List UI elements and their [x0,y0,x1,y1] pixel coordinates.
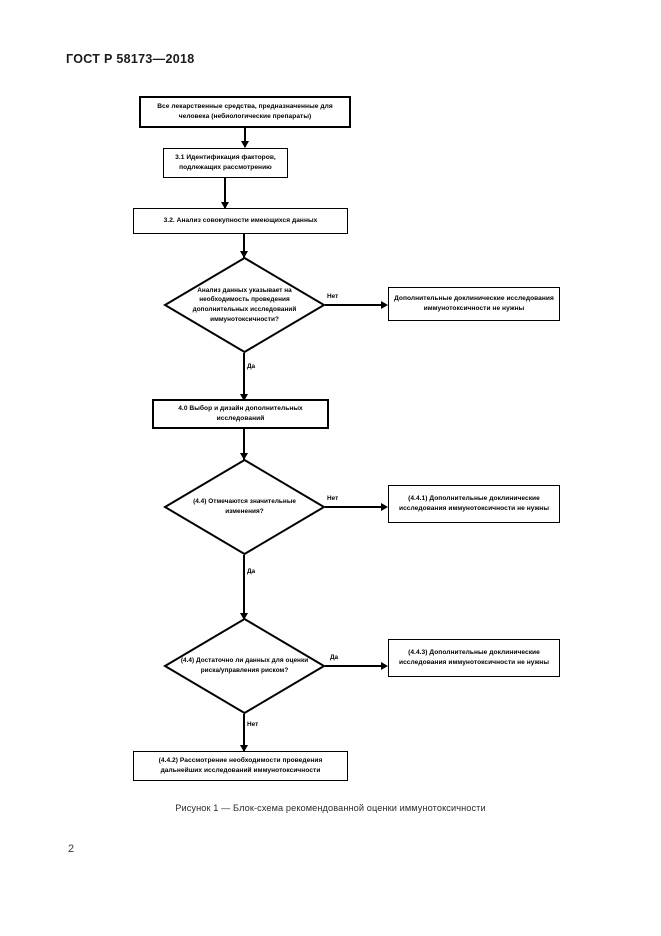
connector-d3-no [243,714,245,752]
edge-label-d3-no: Нет [247,721,259,728]
flowchart-diagram: Все лекарственные средства, предназначен… [133,96,560,781]
diamond-shape-1 [163,256,326,354]
flow-node-outcome-4-4-1: (4.4.1) Дополнительные доклинические исс… [388,485,560,523]
edge-label-d1-no: Нет [327,293,339,300]
connector-32-to-d1 [243,234,245,258]
page-number: 2 [68,843,75,855]
arrow-d1-no [381,300,388,309]
flow-node-step-4-0-label: 4.0 Выбор и дизайн дополнительных исслед… [178,405,303,422]
flow-node-outcome-4-4-1-label: (4.4.1) Дополнительные доклинические исс… [398,495,550,512]
flow-node-outcome-4-4-3-label: (4.4.3) Дополнительные доклинические исс… [398,649,550,666]
flow-node-outcome-1-label: Дополнительные доклинические исследовани… [394,295,554,312]
connector-d2-yes [243,555,245,620]
arrow-32-to-d1 [239,251,248,258]
edge-label-d2-yes: Да [247,568,256,575]
flow-node-outcome-4-4-3: (4.4.3) Дополнительные доклинические исс… [388,639,560,677]
arrow-d3-yes [381,661,388,670]
arrow-start-to-31 [240,141,249,148]
flow-node-start-label: Все лекарственные средства, предназначен… [157,103,333,120]
flow-node-step-3-2-label: 3.2. Анализ совокупности имеющихся данны… [163,217,318,225]
connector-d2-no [325,506,383,508]
connector-40-to-d2 [243,429,245,460]
flow-node-outcome-4-4-2-label: (4.4.2) Рассмотрение необходимости прове… [158,757,323,774]
diamond-shape-2 [163,458,326,556]
connector-31-to-32 [224,178,226,208]
connector-d3-yes [325,665,383,667]
flow-node-step-3-2: 3.2. Анализ совокупности имеющихся данны… [133,208,348,234]
arrow-d1-yes [239,394,248,401]
flow-node-step-4-0: 4.0 Выбор и дизайн дополнительных исслед… [152,399,329,429]
arrow-d3-no [239,745,248,752]
figure-caption: Рисунок 1 — Блок-схема рекомендованной о… [175,803,486,813]
flow-node-decision-3-label: (4.4) Достаточно ли данных для оценки ри… [180,657,309,674]
arrow-d2-yes [239,613,248,620]
connector-d1-yes [243,353,245,401]
flow-node-decision-2: (4.4) Отмечаются значительные изменения? [163,458,326,556]
flow-node-decision-3: (4.4) Достаточно ли данных для оценки ри… [163,617,326,715]
document-header: ГОСТ Р 58173—2018 [66,52,195,66]
diamond-shape-3 [163,617,326,715]
flow-node-decision-2-label: (4.4) Отмечаются значительные изменения? [193,498,296,515]
connector-d1-no [325,304,383,306]
flow-node-decision-1: Анализ данных указывает на необходимость… [163,256,326,354]
flow-node-outcome-1: Дополнительные доклинические исследовани… [388,287,560,321]
connector-start-to-31 [244,128,246,147]
edge-label-d2-no: Нет [327,495,339,502]
arrow-d2-no [381,502,388,511]
edge-label-d3-yes: Да [330,654,339,661]
edge-label-d1-yes: Да [247,363,256,370]
flow-node-start: Все лекарственные средства, предназначен… [139,96,351,128]
flow-node-outcome-4-4-2: (4.4.2) Рассмотрение необходимости прове… [133,751,348,781]
arrow-40-to-d2 [239,453,248,460]
flow-node-step-3-1-label: 3.1 Идентификация факторов, подлежащих р… [175,154,276,171]
flow-node-decision-1-label: Анализ данных указывает на необходимость… [192,286,297,323]
flow-node-step-3-1: 3.1 Идентификация факторов, подлежащих р… [163,148,288,178]
arrow-31-to-32 [220,202,229,209]
